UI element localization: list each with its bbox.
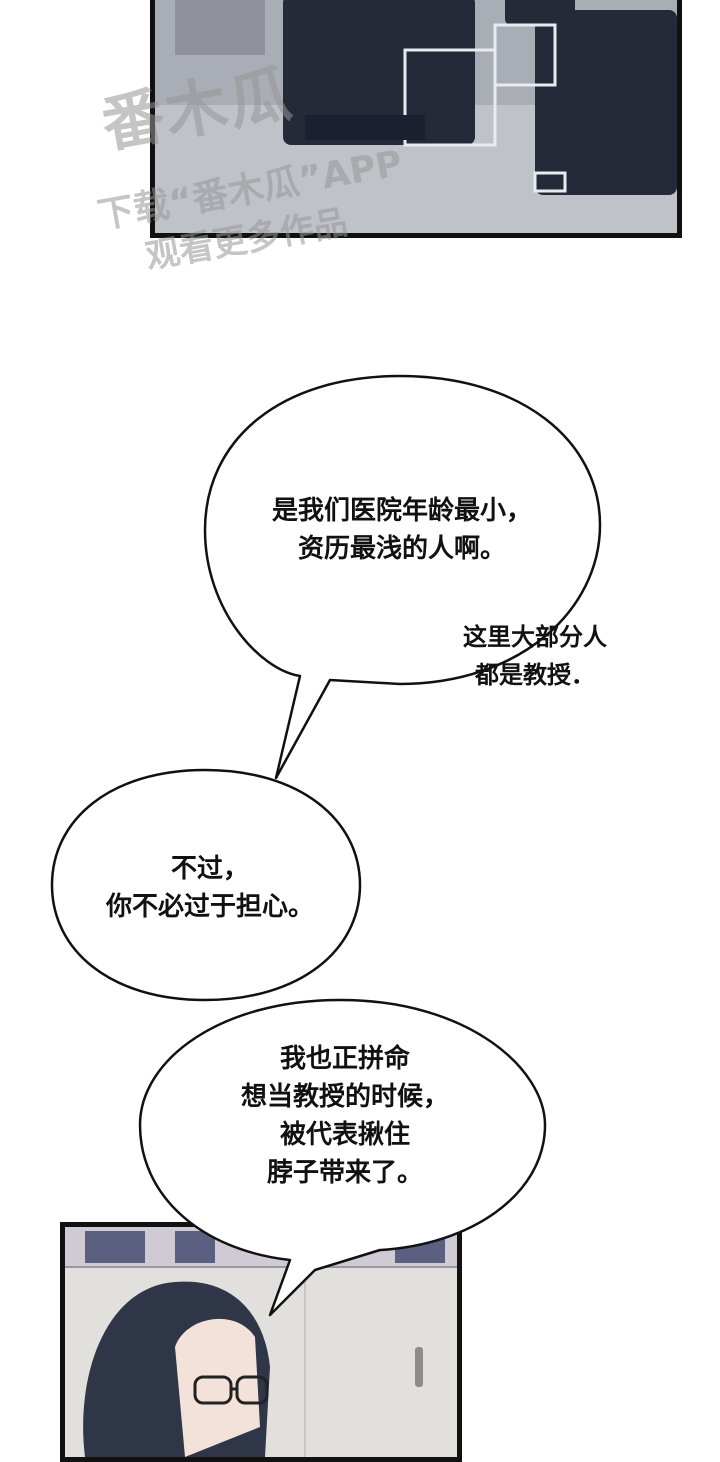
speech-bubble-2-text: 不过， 你不必过于担心。 bbox=[105, 854, 314, 922]
aside-text: 这里大部分人 都是教授． bbox=[463, 623, 607, 689]
speech-bubble-1-text: 是我们医院年龄最小， 资历最浅的人啊。 bbox=[271, 496, 532, 564]
top-panel bbox=[150, 0, 682, 238]
lounge-scene bbox=[155, 0, 677, 233]
speech-bubble-3-text: 我也正拼命 想当教授的时候， 被代表揪住 脖子带来了。 bbox=[240, 1044, 449, 1188]
speech-bubble-1 bbox=[203, 374, 602, 780]
speech-bubble-2 bbox=[50, 768, 362, 1002]
speech-bubble-3 bbox=[138, 998, 547, 1317]
